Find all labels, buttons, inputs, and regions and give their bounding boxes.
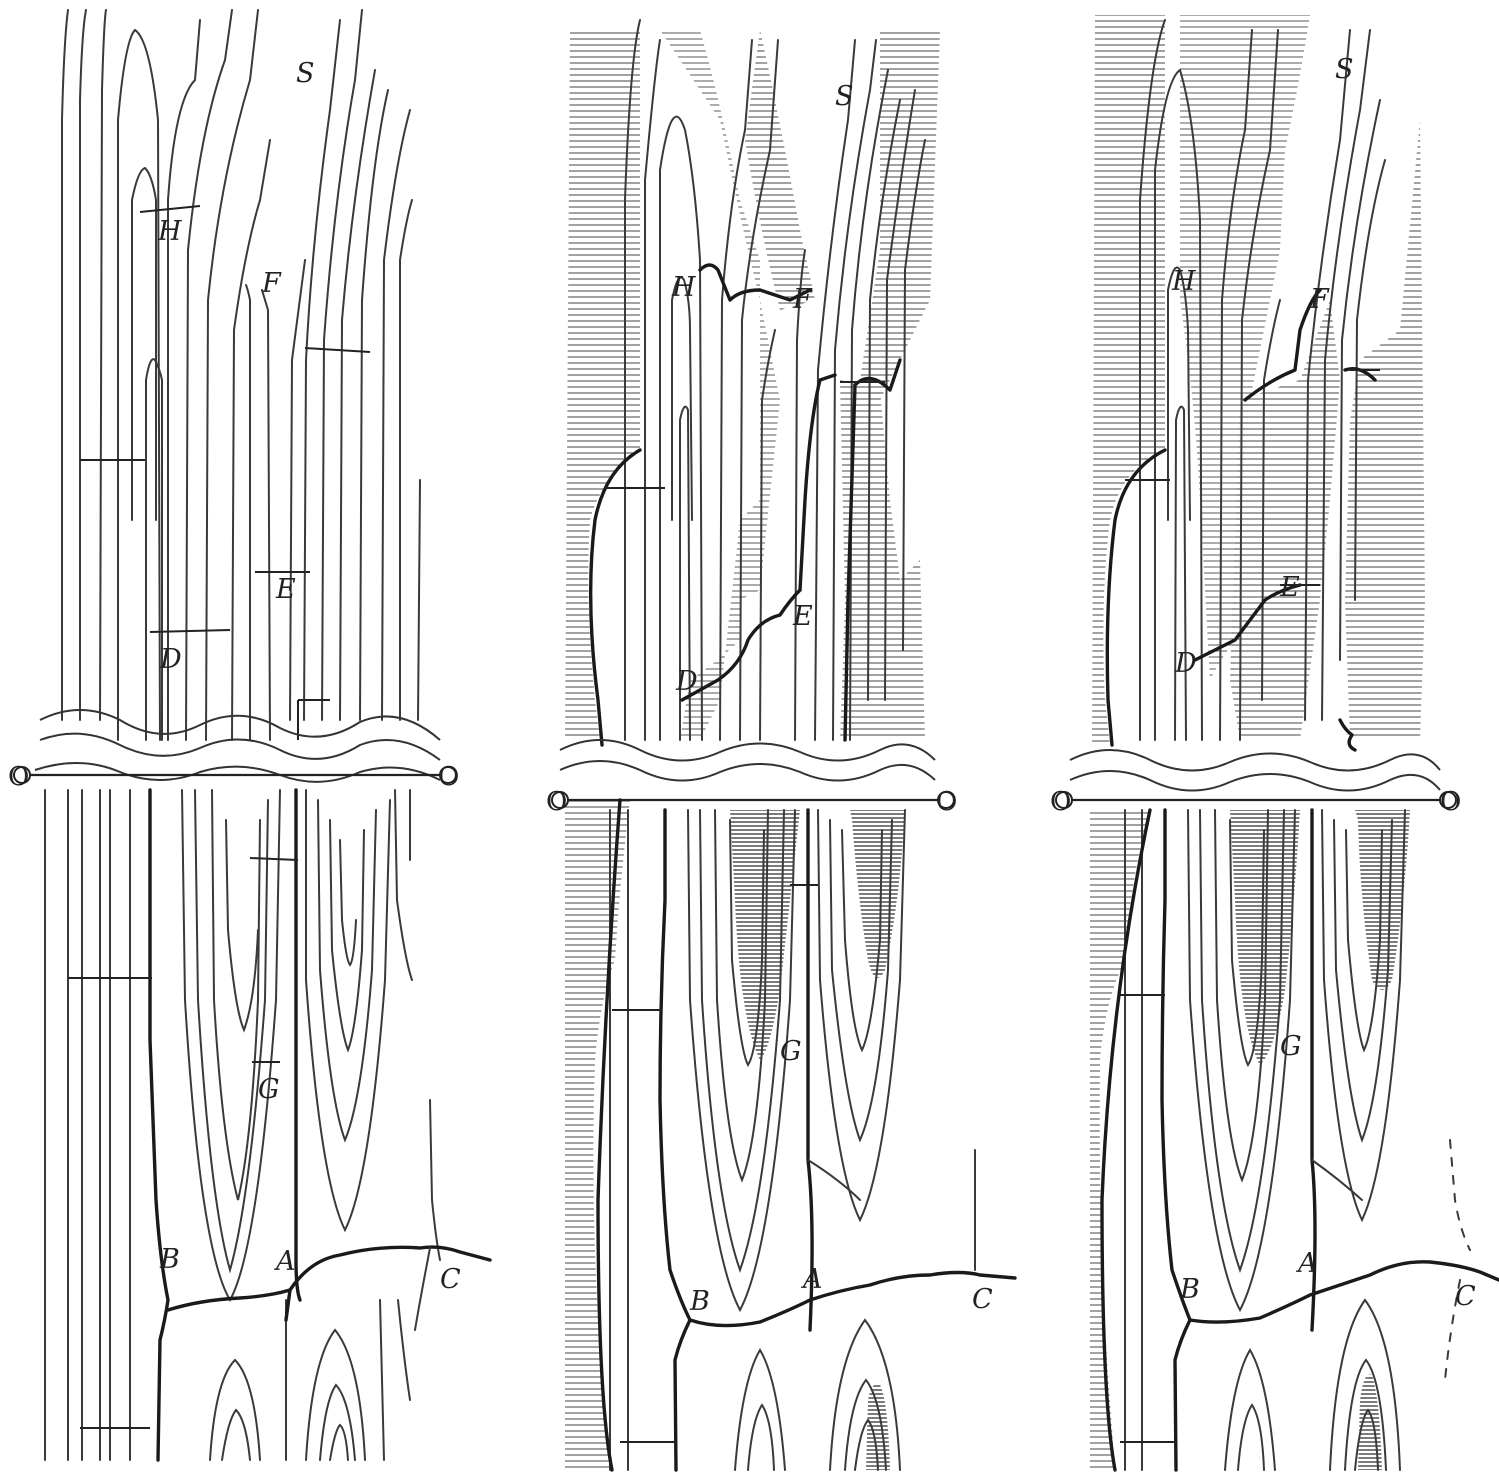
panel-right: S H F E D G B A C O O <box>1050 15 1499 1470</box>
section-label-o-left: O <box>1050 787 1071 817</box>
fault-boundary-bac <box>690 1273 1015 1326</box>
panel-middle: S H F E D G B A C O O <box>546 20 1015 1470</box>
lower-strata <box>598 800 1015 1470</box>
label-e: E <box>792 601 813 632</box>
label-b: B <box>1179 1274 1200 1305</box>
label-a: A <box>1295 1248 1318 1279</box>
label-c: C <box>440 1264 461 1295</box>
label-s: S <box>835 81 854 112</box>
label-d: D <box>1174 648 1197 679</box>
label-h: H <box>671 272 696 303</box>
section-label-o-right: O <box>438 762 459 792</box>
fault-boundary-bac <box>1190 1262 1499 1322</box>
label-h: H <box>157 216 182 247</box>
section-break-lower <box>40 734 440 760</box>
section-label-o-right: O <box>1440 787 1461 817</box>
label-b: B <box>159 1244 180 1275</box>
section-label-o-left: O <box>546 787 567 817</box>
section-label-o-left: O <box>8 762 29 792</box>
panel-left: S H F E D G B A C O O <box>8 10 490 1460</box>
section-label-o-right: O <box>936 787 957 817</box>
label-g: G <box>780 1036 802 1067</box>
label-c: C <box>1455 1281 1476 1312</box>
label-b: B <box>689 1286 710 1317</box>
label-h: H <box>1171 266 1196 297</box>
label-f: F <box>1309 284 1330 315</box>
hatch-region-lower-left <box>565 800 630 1470</box>
label-g: G <box>1280 1031 1302 1062</box>
label-s: S <box>1335 54 1354 85</box>
upper-strata <box>62 10 420 740</box>
label-c: C <box>972 1284 993 1315</box>
label-f: F <box>792 284 813 315</box>
label-d: D <box>675 666 698 697</box>
label-e: E <box>275 574 296 605</box>
label-d: D <box>159 644 182 675</box>
lower-strata <box>45 790 490 1460</box>
label-e: E <box>1279 572 1300 603</box>
label-a: A <box>800 1264 823 1295</box>
label-a: A <box>273 1246 296 1277</box>
label-f: F <box>261 268 282 299</box>
lower-strata <box>1102 810 1499 1470</box>
label-g: G <box>258 1074 280 1105</box>
label-s: S <box>296 58 315 89</box>
